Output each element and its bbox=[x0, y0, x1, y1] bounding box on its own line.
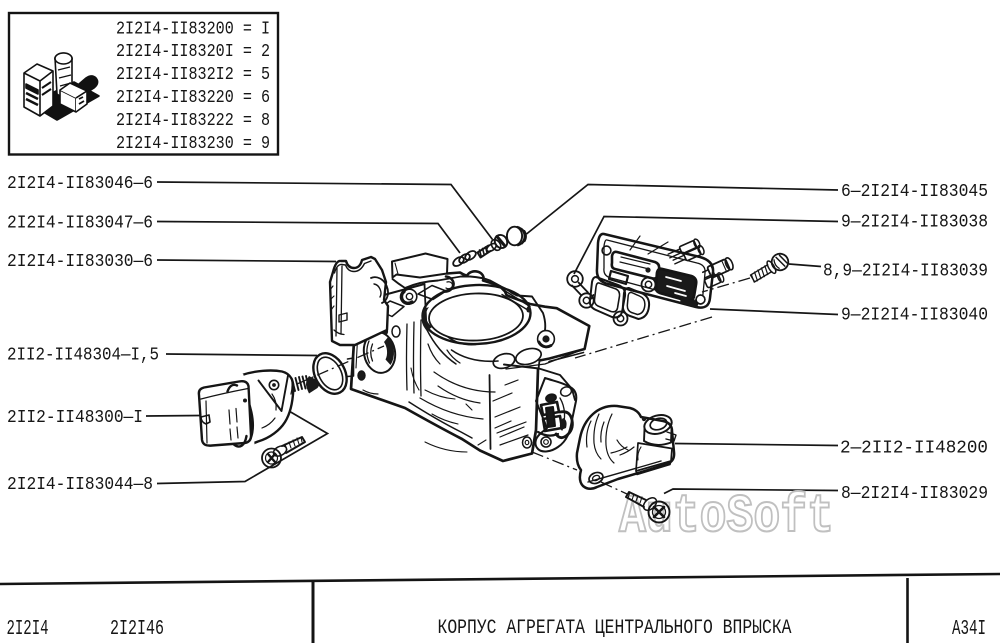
svg-text:9—2I2I4-II83038: 9—2I2I4-II83038 bbox=[841, 211, 988, 232]
svg-text:2I2I4-II832I2 = 5: 2I2I4-II832I2 = 5 bbox=[116, 64, 270, 85]
svg-text:2I2I4-II83047—6: 2I2I4-II83047—6 bbox=[7, 212, 153, 233]
svg-text:2I2I4: 2I2I4 bbox=[7, 617, 49, 641]
svg-text:А34I: А34I bbox=[952, 617, 986, 641]
svg-text:2I2I46: 2I2I46 bbox=[110, 617, 164, 641]
svg-text:8—2I2I4-II83029: 8—2I2I4-II83029 bbox=[841, 483, 988, 504]
svg-text:2—2II2-II48200: 2—2II2-II48200 bbox=[840, 437, 988, 458]
svg-text:2I2I4-II83220 = 6: 2I2I4-II83220 = 6 bbox=[116, 87, 270, 108]
svg-text:2I2I4-II83030—6: 2I2I4-II83030—6 bbox=[7, 251, 153, 272]
svg-text:2I2I4-II8320I = 2: 2I2I4-II8320I = 2 bbox=[116, 41, 270, 62]
svg-text:6—2I2I4-II83045: 6—2I2I4-II83045 bbox=[841, 181, 988, 202]
svg-text:2I2I4-II83222 = 8: 2I2I4-II83222 = 8 bbox=[116, 110, 270, 131]
svg-text:2II2-II48300—I: 2II2-II48300—I bbox=[7, 407, 143, 428]
svg-text:2II2-II48304—I,5: 2II2-II48304—I,5 bbox=[7, 344, 159, 365]
svg-text:9—2I2I4-II83040: 9—2I2I4-II83040 bbox=[841, 304, 988, 325]
svg-text:2I2I4-II83200 = I: 2I2I4-II83200 = I bbox=[116, 18, 270, 39]
svg-text:2I2I4-II83046—6: 2I2I4-II83046—6 bbox=[7, 173, 153, 194]
svg-text:КОРПУС АГРЕГАТА ЦЕНТРАЛЬНОГО: КОРПУС АГРЕГАТА ЦЕНТРАЛЬНОГО ВПРЫСКА bbox=[438, 617, 793, 640]
svg-text:8,9—2I2I4-II83039: 8,9—2I2I4-II83039 bbox=[823, 260, 988, 281]
svg-text:AutoSoft: AutoSoft bbox=[619, 487, 834, 548]
svg-text:2I2I4-II83230 = 9: 2I2I4-II83230 = 9 bbox=[116, 133, 270, 154]
svg-text:2I2I4-II83044—8: 2I2I4-II83044—8 bbox=[7, 474, 153, 495]
